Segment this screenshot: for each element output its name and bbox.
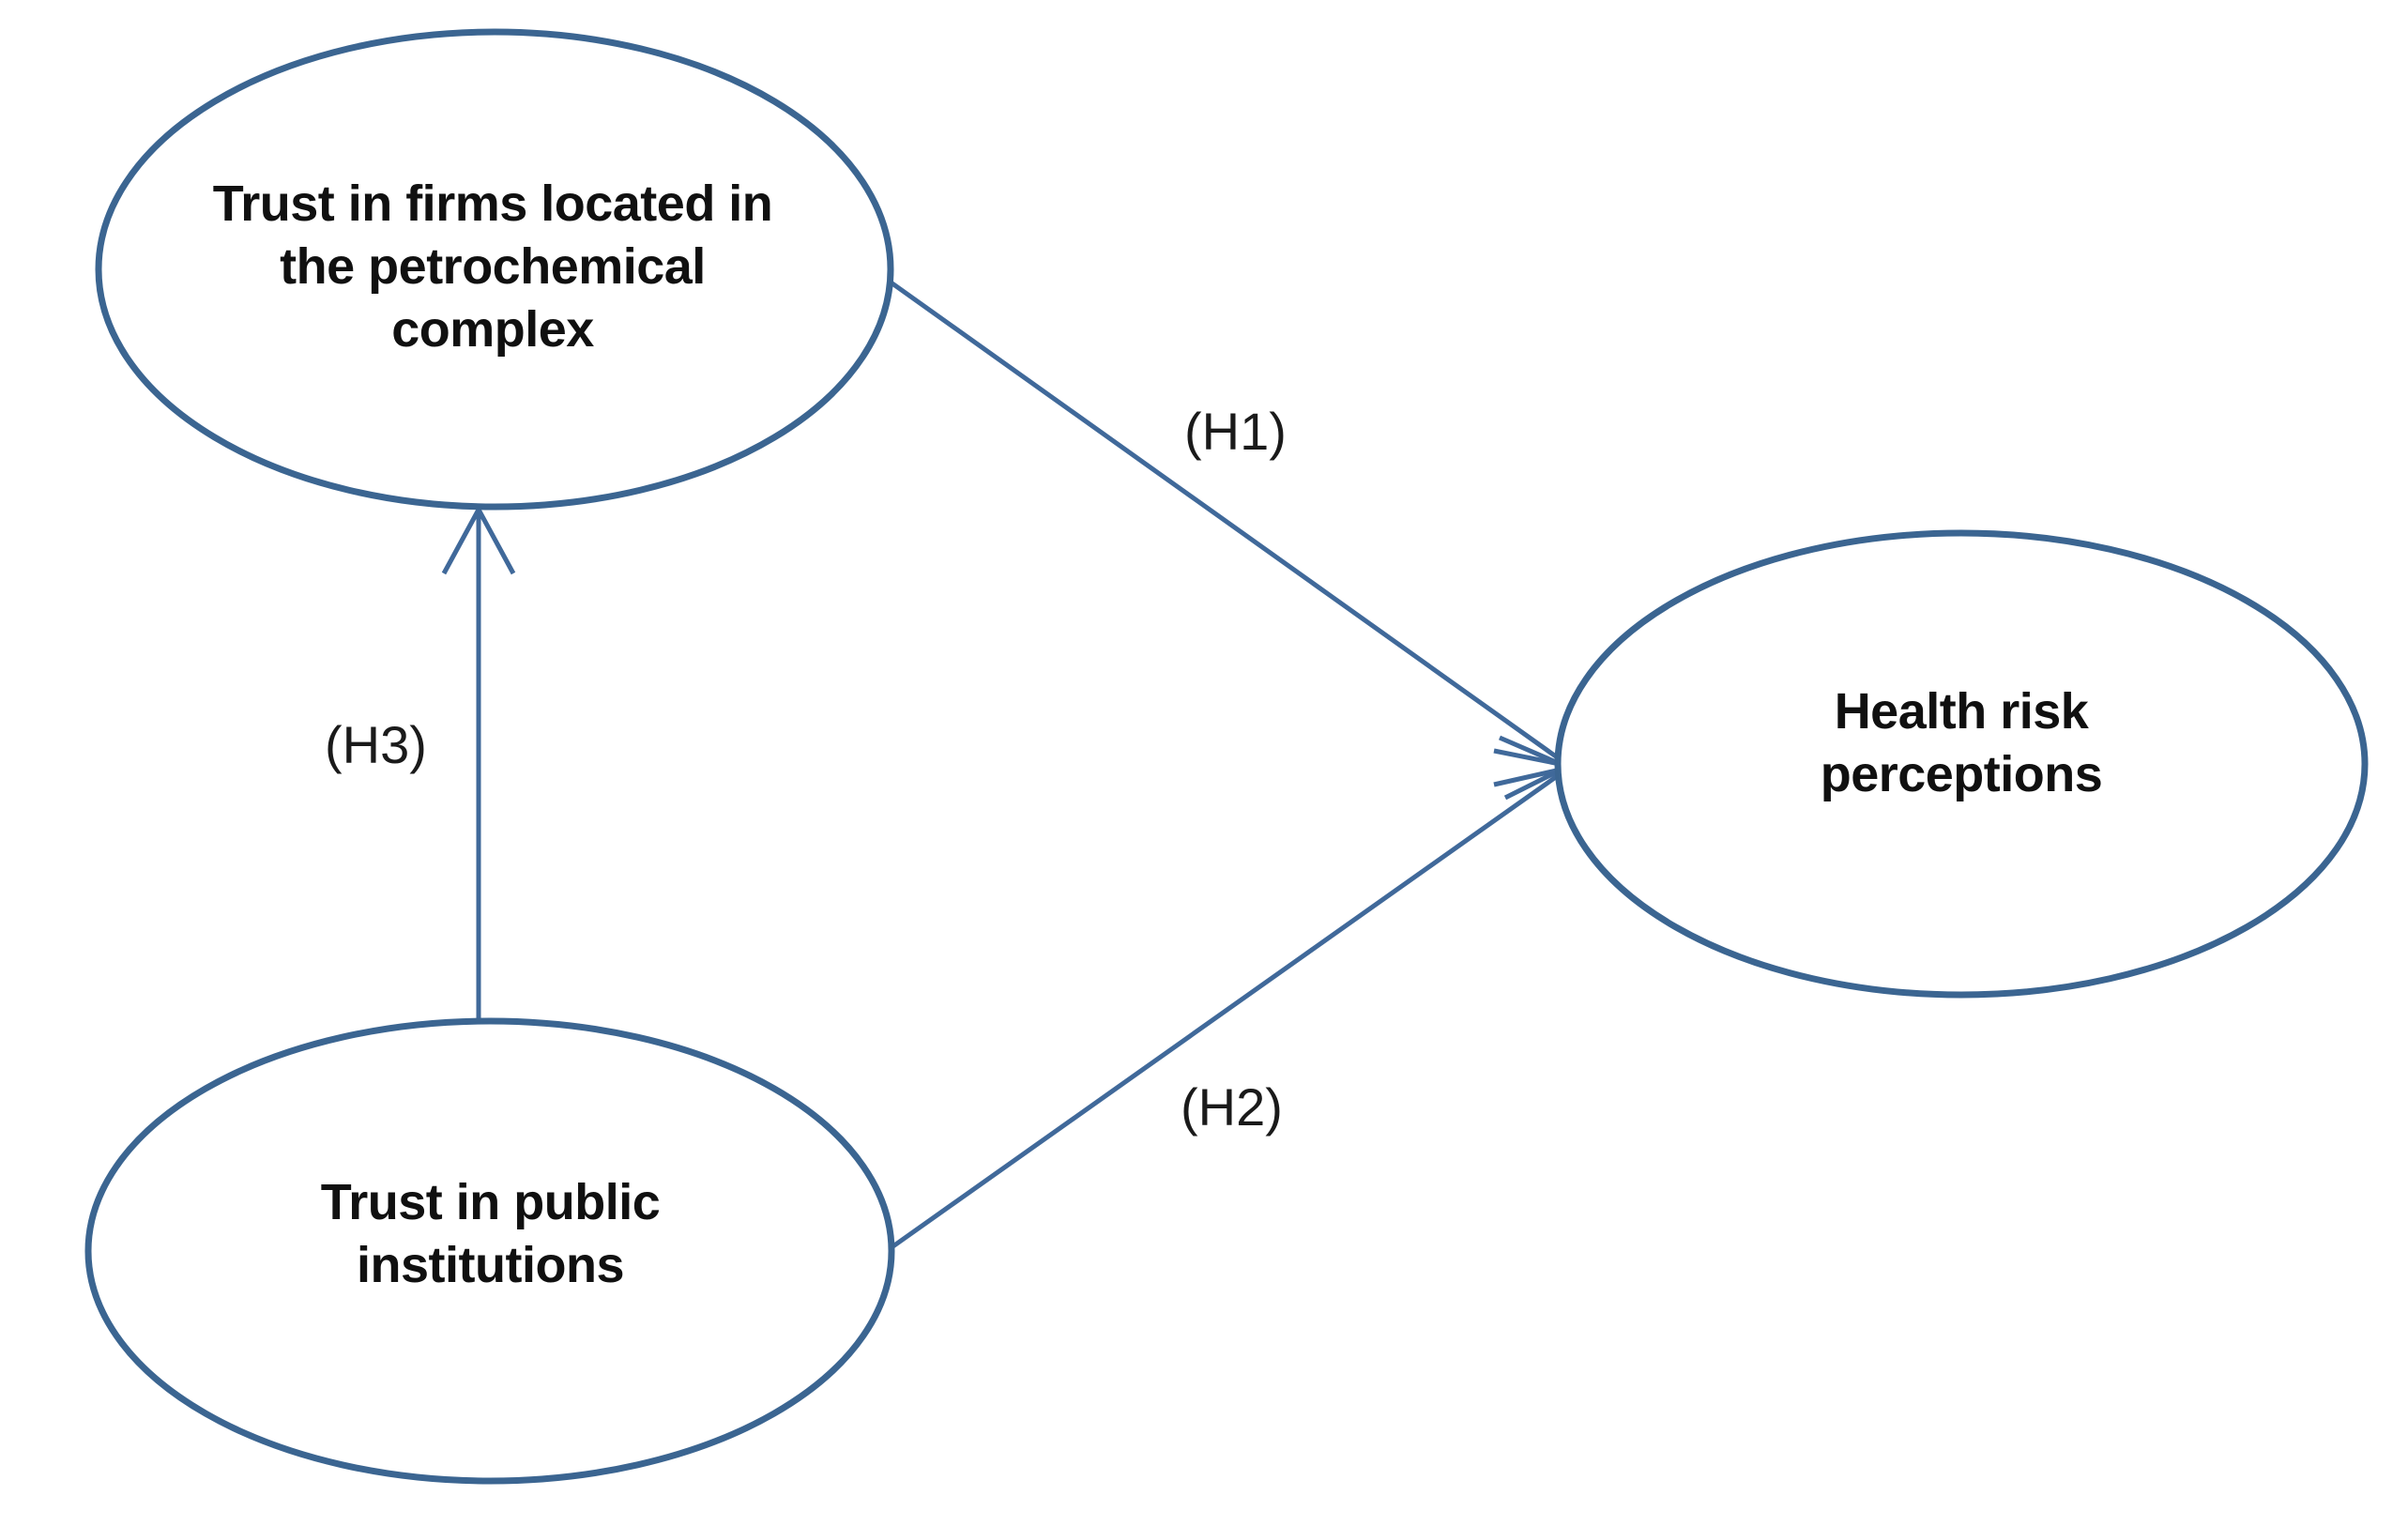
edge-h2 <box>886 735 1571 1253</box>
edge-h1 <box>888 279 1571 801</box>
edge-h3-arrowhead <box>441 508 516 575</box>
node-trust-firms-shape[interactable] <box>95 28 894 511</box>
node-trust-public-shape[interactable] <box>84 1017 895 1485</box>
edge-h2-line <box>886 765 1571 1253</box>
edge-h1-line <box>888 279 1571 769</box>
node-health-risk-shape[interactable] <box>1554 529 2369 999</box>
edge-h3 <box>441 508 516 1023</box>
